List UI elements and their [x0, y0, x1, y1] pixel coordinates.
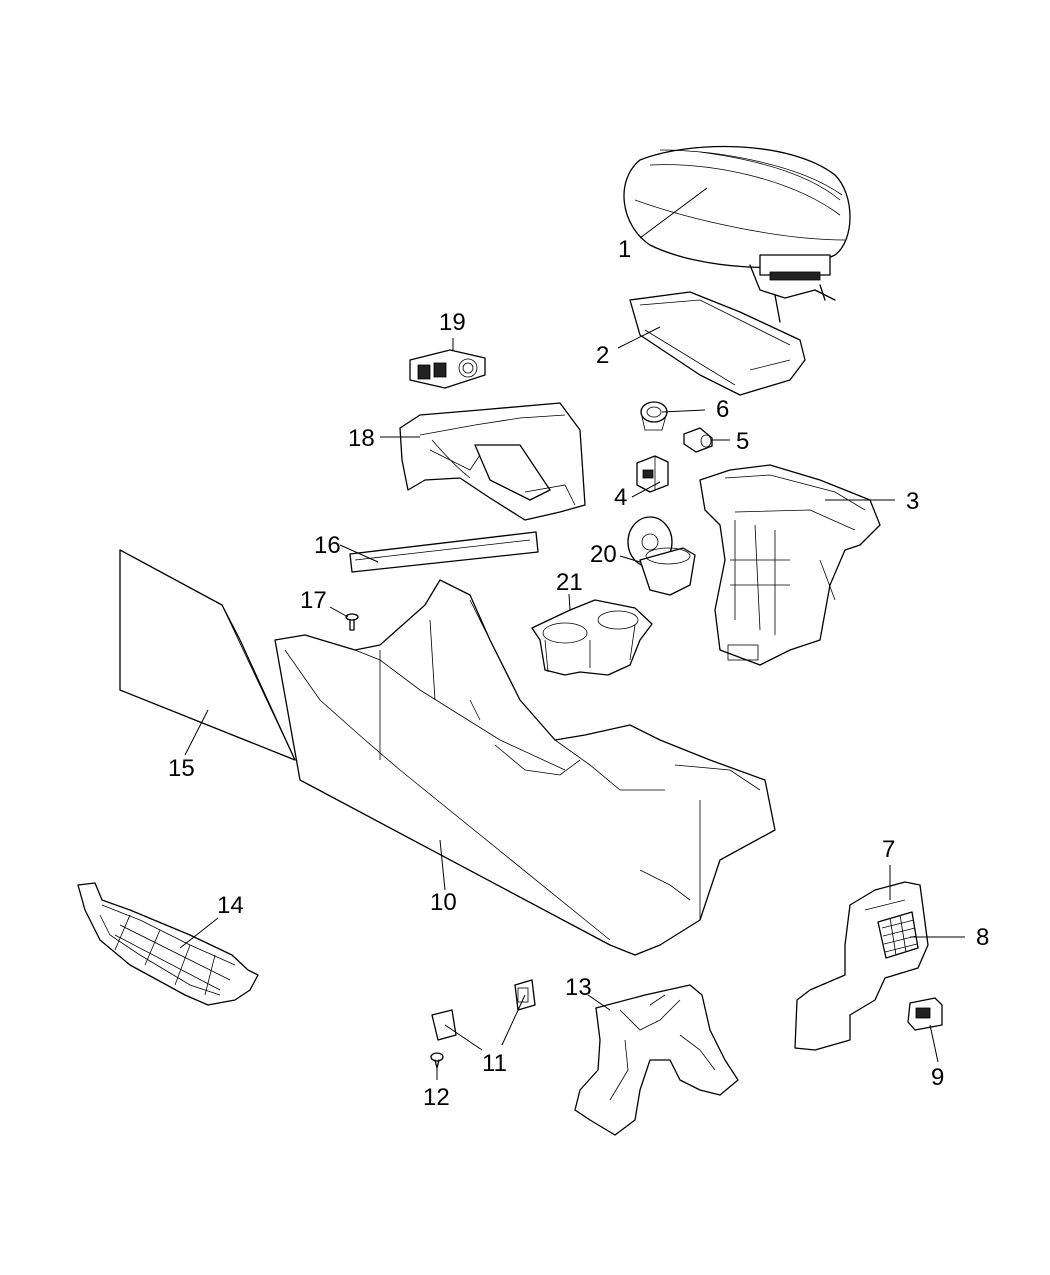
callout-1: 1: [618, 236, 631, 263]
leader-17: [329, 606, 349, 618]
callout-14: 14: [217, 892, 244, 919]
part-8-vent-grille[interactable]: [877, 911, 919, 959]
callout-4: 4: [614, 484, 627, 511]
leader-4: [631, 481, 661, 498]
callout-20: 20: [590, 541, 617, 568]
part-11-cover-cap-a[interactable]: [431, 1009, 457, 1041]
part-17-screw[interactable]: [345, 613, 359, 631]
callout-15: 15: [168, 755, 195, 782]
leader-6: [661, 409, 706, 413]
callout-13: 13: [565, 974, 592, 1001]
callout-9: 9: [931, 1064, 944, 1091]
callout-10: 10: [430, 889, 457, 916]
leader-1: [639, 187, 708, 239]
callout-16: 16: [314, 532, 341, 559]
leader-15: [184, 709, 209, 756]
part-16-trim-plate[interactable]: [349, 531, 539, 573]
part-1-armrest-lid[interactable]: [623, 145, 851, 323]
leader-16: [339, 544, 379, 563]
callout-21: 21: [556, 569, 583, 596]
leader-lines: [179, 187, 965, 1080]
leader-21: [568, 593, 571, 611]
part-4-usb-module[interactable]: [636, 455, 669, 493]
part-7-rear-vent-panel[interactable]: [794, 881, 929, 1051]
part-2-storage-tray[interactable]: [629, 291, 806, 396]
callout-18: 18: [348, 425, 375, 452]
leader-9: [929, 1024, 939, 1063]
leader-11a: [444, 1024, 483, 1051]
callout-labels: 1 2 3 4 5 6 7 8 9 10 11 12 13 14 15 16 1…: [168, 236, 989, 1111]
part-15-side-panel[interactable]: [119, 549, 296, 761]
callout-19: 19: [439, 309, 466, 336]
callout-12: 12: [423, 1084, 450, 1111]
callout-5: 5: [736, 428, 749, 455]
callout-8: 8: [976, 924, 989, 951]
callout-11: 11: [482, 1050, 507, 1077]
part-9-usb-port[interactable]: [907, 997, 943, 1031]
part-6-power-outlet-ring[interactable]: [640, 401, 668, 431]
callout-6: 6: [716, 396, 729, 423]
part-10-console-base[interactable]: [274, 579, 776, 956]
leader-11b: [501, 994, 526, 1046]
part-5-power-outlet[interactable]: [683, 427, 713, 453]
part-20-cup-insert[interactable]: [627, 516, 696, 596]
part-12-push-pin[interactable]: [430, 1052, 444, 1069]
leader-14: [179, 917, 219, 949]
callout-2: 2: [596, 342, 609, 369]
callout-3: 3: [906, 488, 919, 515]
leader-2: [617, 326, 661, 349]
part-3-console-bin[interactable]: [699, 464, 881, 666]
part-14-mesh-pocket[interactable]: [77, 882, 259, 1006]
part-21-cup-holder[interactable]: [531, 599, 653, 676]
callout-7: 7: [882, 836, 895, 863]
part-13-bracket[interactable]: [574, 984, 739, 1136]
leader-13: [587, 994, 611, 1011]
leader-20: [619, 555, 641, 563]
leader-10: [439, 839, 446, 891]
callout-17: 17: [300, 587, 327, 614]
part-19-switch-module[interactable]: [409, 349, 486, 389]
part-18-shifter-bezel[interactable]: [399, 402, 586, 521]
